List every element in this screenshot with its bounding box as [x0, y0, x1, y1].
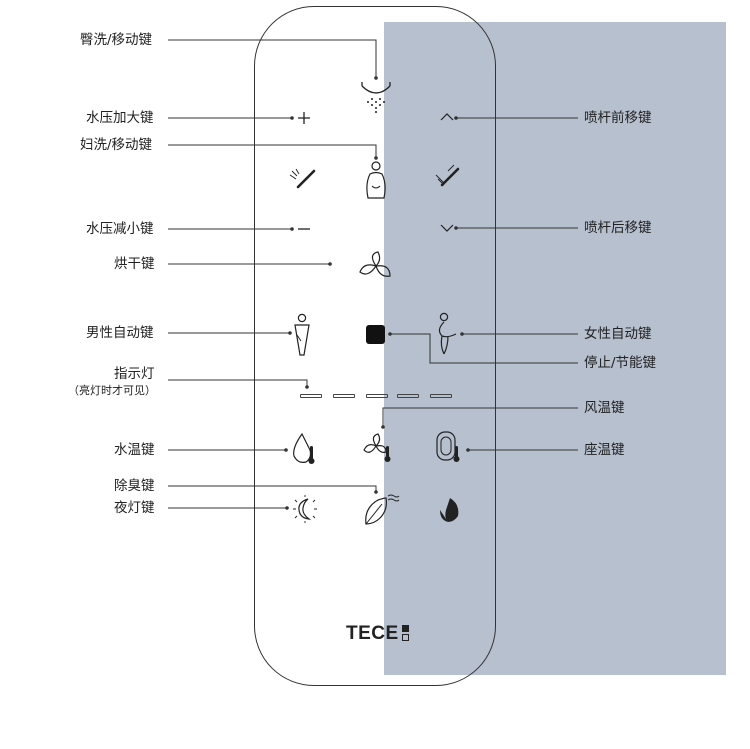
rear-wash-icon[interactable]	[358, 78, 394, 116]
air-temp-icon[interactable]	[362, 430, 396, 464]
label-pressure-up: 水压加大键	[86, 110, 154, 126]
deodor-icon[interactable]	[362, 492, 400, 528]
minus-icon[interactable]	[296, 223, 312, 235]
plus-icon[interactable]	[296, 110, 312, 126]
label-seat-temp: 座温键	[584, 442, 625, 458]
highlight-panel	[384, 22, 726, 675]
label-stop-save: 停止/节能键	[584, 355, 657, 371]
label-nozzle-forward: 喷杆前移键	[584, 110, 652, 126]
caret-up-icon[interactable]	[440, 112, 454, 122]
indicator-light-4	[397, 394, 419, 398]
seat-temp-icon[interactable]	[435, 430, 465, 464]
indicator-light-2	[333, 394, 355, 398]
label-female-auto: 女性自动键	[584, 326, 652, 342]
spray-right-icon[interactable]	[434, 163, 464, 191]
night-light-icon[interactable]	[290, 494, 320, 524]
label-male-auto: 男性自动键	[86, 325, 154, 341]
water-temp-icon[interactable]	[290, 432, 318, 466]
label-nozzle-back: 喷杆后移键	[584, 220, 652, 236]
caret-down-icon[interactable]	[440, 223, 454, 233]
indicator-light-1	[300, 394, 322, 398]
spray-left-icon[interactable]	[288, 165, 318, 191]
male-icon[interactable]	[292, 313, 312, 357]
stop-icon[interactable]	[366, 325, 385, 344]
indicator-light-3	[366, 394, 388, 398]
label-water-temp: 水温键	[114, 442, 155, 458]
brand-logo-square-outline-icon	[402, 634, 409, 641]
label-lady-wash: 妇洗/移动键	[80, 137, 153, 153]
label-indicator: 指示灯	[114, 366, 155, 382]
label-air-temp: 风温键	[584, 400, 625, 416]
label-dry: 烘干键	[114, 256, 155, 272]
indicator-light-5	[430, 394, 452, 398]
female-icon[interactable]	[434, 312, 460, 356]
label-indicator-note: （亮灯时才可见）	[68, 384, 156, 397]
label-deodor: 除臭键	[114, 478, 155, 494]
remote-control-body	[254, 6, 496, 686]
label-night-light: 夜灯键	[114, 500, 155, 516]
eco-icon[interactable]	[438, 496, 462, 524]
lady-wash-icon[interactable]	[362, 160, 390, 200]
label-pressure-down: 水压减小键	[86, 221, 154, 237]
label-rear-wash: 臀洗/移动键	[80, 32, 153, 48]
fan-icon[interactable]	[358, 250, 394, 282]
brand-logo: TECE	[346, 623, 399, 644]
brand-logo-square-icon	[402, 625, 409, 632]
